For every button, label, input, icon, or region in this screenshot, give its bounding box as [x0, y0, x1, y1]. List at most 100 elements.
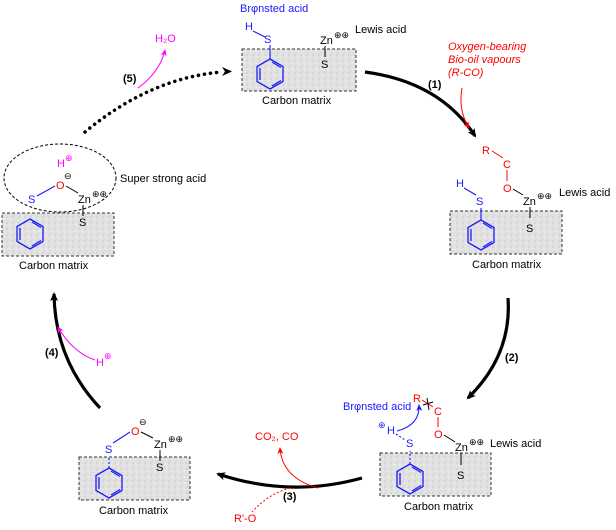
structure-left: H ⊕ S O ⊖ Zn ⊕⊕ S Super strong acid Carb… [1, 143, 206, 272]
bond-s-o [112, 431, 131, 444]
atom-c: C [503, 159, 511, 171]
atom-s: S [476, 196, 483, 208]
super-acid-site-outline [3, 143, 117, 213]
atom-c: C [434, 406, 442, 418]
arrow-step-3 [216, 472, 363, 489]
atom-o: O [503, 183, 512, 195]
arrow-bio-oil-in [460, 87, 470, 129]
step-2-label: (2) [505, 352, 519, 364]
atom-s-matrix: S [321, 59, 328, 71]
structure-right: H S R C O Zn ⊕⊕ Lewis acid S Carbon matr… [449, 145, 610, 271]
carbon-matrix-label: Carbon matrix [99, 505, 169, 517]
atom-zn: Zn [154, 439, 167, 451]
atom-r: R [413, 393, 421, 405]
proton-charge: ⊕ [104, 351, 112, 361]
super-strong-acid-label: Super strong acid [120, 173, 206, 185]
bond-o-zn [443, 434, 456, 443]
charge-double-plus: ⊕⊕ [168, 434, 183, 444]
charge-plus: ⊕ [378, 420, 386, 430]
lewis-acid-label: Lewis acid [355, 24, 406, 36]
bio-oil-line-1: Oxygen-bearing [448, 41, 527, 53]
atom-s-matrix: S [156, 462, 163, 474]
atom-zn: Zn [455, 442, 468, 454]
structure-bottom-left: S O ⊖ Zn ⊕⊕ S Carbon matrix [78, 417, 191, 517]
atom-h: H [387, 425, 395, 437]
benzene-ring-icon [95, 467, 123, 499]
atom-s: S [28, 194, 35, 206]
bio-oil-label: Oxygen-bearing Bio-oil vapours (R-CO) [448, 41, 527, 79]
carbon-matrix-label: Carbon matrix [472, 259, 542, 271]
lewis-acid-label: Lewis acid [490, 438, 541, 450]
atom-zn: Zn [523, 196, 536, 208]
step-4-label: (4) [45, 347, 59, 359]
bronsted-acid-label: Brφnsted acid [343, 401, 411, 413]
atom-s: S [264, 34, 271, 46]
step-5-label: (5) [123, 73, 137, 85]
structure-bottom-right: S H ⊕ Brφnsted acid R C O Zn ⊕⊕ Lewis ac… [343, 393, 541, 513]
arrow-proton-in [57, 326, 96, 361]
atom-s-matrix: S [79, 217, 86, 229]
atom-s: S [406, 438, 413, 450]
carbon-matrix-box [379, 452, 492, 497]
carbon-matrix-box [449, 210, 563, 255]
step-3-label: (3) [283, 491, 297, 503]
arrow-step-4 [50, 292, 102, 410]
atom-o: O [131, 426, 140, 438]
charge-double-plus: ⊕⊕ [92, 189, 107, 199]
atom-zn: Zn [320, 35, 333, 47]
dashed-r-o-departure [251, 487, 291, 513]
atom-o: O [434, 429, 443, 441]
benzene-ring-icon [467, 219, 495, 251]
arrow-water-release [137, 49, 167, 89]
atom-h-proton: H [57, 158, 65, 170]
bio-oil-line-2: Bio-oil vapours [448, 54, 521, 66]
bronsted-acid-label: Brφnsted acid [240, 3, 308, 15]
arrow-step-5-head [222, 67, 232, 76]
carbon-matrix-label: Carbon matrix [262, 95, 332, 107]
bond-h-s [252, 30, 266, 38]
charge-double-plus: ⊕⊕ [537, 191, 552, 201]
arrow-proton-transfer [396, 404, 423, 432]
charge-double-plus: ⊕⊕ [334, 30, 349, 40]
charge-minus: ⊖ [139, 417, 147, 427]
atom-s: S [105, 444, 112, 456]
atom-h: H [456, 178, 464, 190]
benzene-ring-icon [396, 463, 424, 495]
carbon-matrix-box [241, 48, 357, 92]
bond-r-c [491, 150, 504, 159]
atom-r: R [482, 145, 490, 157]
step-1-label: (1) [428, 79, 442, 91]
benzene-ring-icon [256, 58, 284, 90]
atom-h: H [245, 21, 253, 33]
charge-double-plus: ⊕⊕ [469, 437, 484, 447]
proton-charge: ⊕ [65, 153, 73, 163]
arrow-gas-release [277, 447, 319, 489]
carbon-matrix-label: Carbon matrix [19, 260, 89, 272]
bond-s-o [36, 185, 56, 197]
arrow-step-5 [83, 70, 224, 134]
structure-top: H S Brφnsted acid Zn ⊕⊕ Lewis acid S Car… [240, 3, 406, 107]
atom-o: O [56, 180, 65, 192]
atom-s-matrix: S [526, 223, 533, 235]
carbon-matrix-box [1, 212, 115, 257]
carbon-matrix-label: Carbon matrix [404, 501, 474, 513]
charge-minus: ⊖ [64, 171, 72, 181]
proton-label: H [96, 357, 104, 369]
bond-h-s-breaking [395, 433, 406, 441]
bond-o-zn [512, 188, 524, 196]
bond-o-zn [140, 431, 154, 439]
arrow-step-2 [466, 297, 510, 400]
lewis-acid-label: Lewis acid [559, 187, 610, 199]
arrow-step-1 [364, 70, 477, 138]
bond-cleavage-mark-icon [422, 397, 434, 411]
carbon-matrix-box [78, 456, 191, 501]
r-prime-o-label: R'-O [234, 513, 257, 525]
bond-o-zn [65, 185, 79, 194]
bio-oil-line-3: (R-CO) [448, 67, 484, 79]
atom-s-matrix: S [457, 470, 464, 482]
water-label: H₂O [155, 33, 176, 45]
atom-zn: Zn [78, 194, 91, 206]
benzene-ring-icon [16, 218, 44, 250]
bond-h-s [463, 187, 477, 196]
